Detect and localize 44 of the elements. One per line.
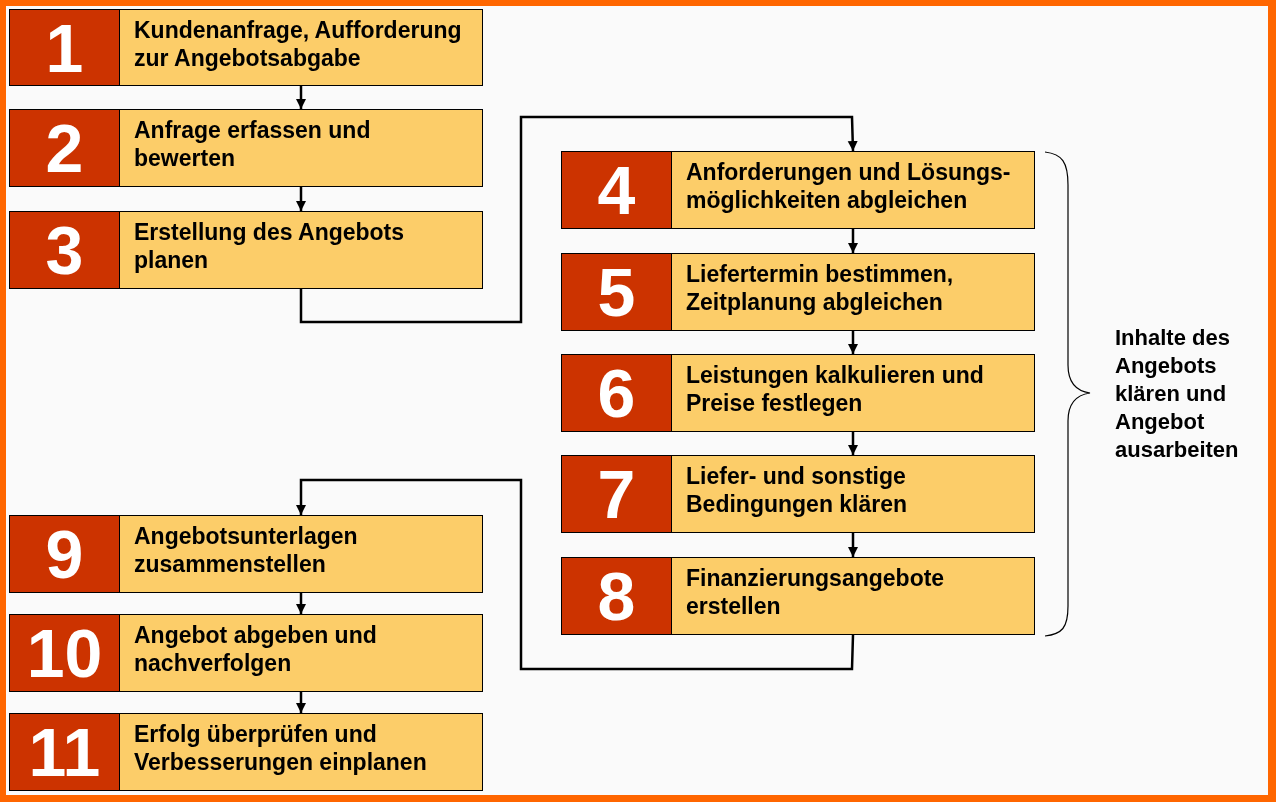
process-box bbox=[9, 515, 483, 593]
arrow bbox=[299, 115, 858, 324]
step-number: 8 bbox=[562, 558, 672, 634]
process-box bbox=[9, 713, 483, 791]
step-text: Liefertermin bestimmen, Zeitplanung abgleichen bbox=[686, 260, 955, 316]
step-number: 9 bbox=[10, 516, 120, 592]
arrow bbox=[848, 432, 858, 455]
process-box bbox=[561, 455, 1035, 533]
arrow bbox=[848, 533, 858, 557]
arrow bbox=[296, 478, 855, 671]
arrow bbox=[296, 187, 306, 211]
arrow bbox=[848, 331, 858, 354]
step-number: 11 bbox=[10, 714, 120, 790]
step-text: Leistungen kalkulieren und Preise festlegen bbox=[686, 361, 985, 417]
step-text: Angebotsunterlagen zusammenstellen bbox=[134, 522, 359, 578]
bracket-label: Inhalte des Angebots klären und Angebot ausarbeiten bbox=[1115, 324, 1240, 464]
arrow bbox=[296, 692, 306, 713]
process-box bbox=[561, 557, 1035, 635]
step-number: 3 bbox=[10, 212, 120, 288]
step-number: 10 bbox=[10, 615, 120, 691]
step-text: Anfrage erfassen und bewerten bbox=[134, 116, 372, 172]
step-number: 2 bbox=[10, 110, 120, 186]
process-box bbox=[561, 253, 1035, 331]
arrow bbox=[848, 229, 858, 253]
step-text: Kundenanfrage, Aufforderung zur Angebotsabgabe bbox=[134, 16, 463, 72]
step-text: Angebot abgeben und nachverfolgen bbox=[134, 621, 378, 677]
step-number: 5 bbox=[562, 254, 672, 330]
step-text: Liefer- und sonstige Bedingungen klären bbox=[686, 462, 909, 518]
process-box bbox=[9, 109, 483, 187]
step-number: 6 bbox=[562, 355, 672, 431]
process-box bbox=[9, 614, 483, 692]
step-text: Finanzierungsangebote erstellen bbox=[686, 564, 946, 620]
process-box bbox=[561, 354, 1035, 432]
process-box bbox=[9, 211, 483, 289]
step-number: 4 bbox=[562, 152, 672, 228]
step-number: 1 bbox=[10, 10, 120, 85]
step-text: Erstellung des Angebots planen bbox=[134, 218, 406, 274]
process-box bbox=[9, 9, 483, 86]
step-number: 7 bbox=[562, 456, 672, 532]
process-box bbox=[561, 151, 1035, 229]
arrow bbox=[296, 86, 306, 109]
step-text: Anforderungen und Lösungs- möglichkeiten abgleichen bbox=[686, 158, 1012, 214]
arrow bbox=[296, 593, 306, 614]
step-text: Erfolg überprüfen und Verbesserungen einplanen bbox=[134, 720, 428, 776]
